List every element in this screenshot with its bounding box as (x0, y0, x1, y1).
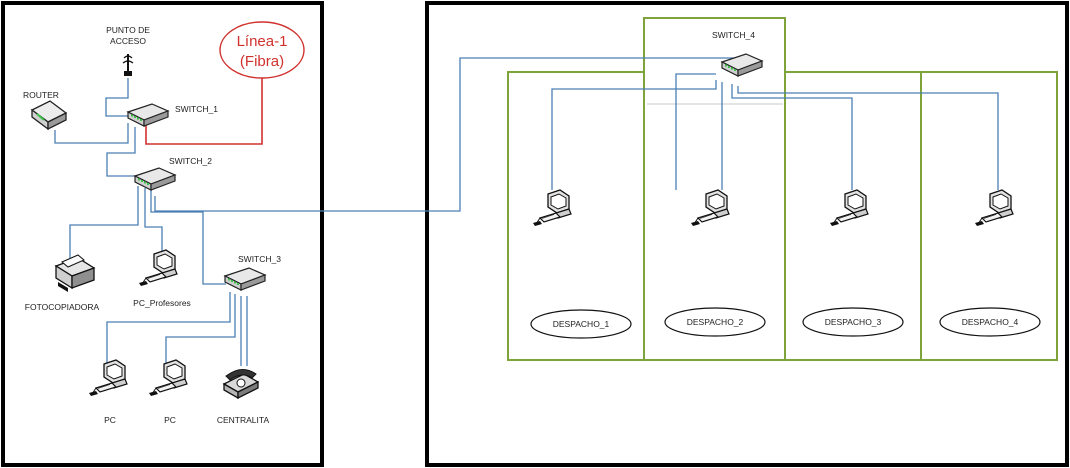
room-despacho-4 (920, 71, 1058, 361)
despacho-1-label: DESPACHO_1 (553, 319, 610, 329)
despacho-3-label: DESPACHO_3 (825, 317, 882, 327)
wireless-access-point-icon (122, 54, 134, 76)
switch-3-icon (224, 267, 266, 291)
switch-2-icon (134, 167, 176, 191)
despacho-1-oval (530, 309, 632, 339)
building-left-outline (1, 1, 324, 467)
despacho-2-pc-icon (690, 189, 730, 227)
switch-1-icon (127, 103, 169, 127)
photocopier-icon (54, 254, 96, 292)
pc-a-label: PC (104, 415, 116, 425)
fiber-line-bubble (219, 21, 305, 79)
fiber-line (145, 78, 263, 145)
router-icon (30, 100, 68, 131)
switch-4-label: SWITCH_4 (712, 30, 755, 40)
despacho-4-oval (939, 307, 1041, 337)
despacho-2-oval (664, 307, 766, 337)
despacho-1-pc-icon (532, 189, 572, 227)
despacho-3-oval (802, 307, 904, 337)
fiber-label-line2: (Fibra) (240, 53, 284, 70)
pc-b-label: PC (164, 415, 176, 425)
access-point-label-line2: ACCESO (110, 36, 146, 46)
pc-profesores-icon (138, 249, 178, 287)
telephone-icon (222, 369, 260, 400)
despacho-3-pc-icon (829, 189, 869, 227)
switch-1-label: SWITCH_1 (175, 104, 218, 114)
pbx-label: CENTRALITA (217, 415, 270, 425)
router-label: ROUTER (23, 90, 59, 100)
fiber-label-line1: Línea-1 (237, 33, 288, 50)
despacho-2-label: DESPACHO_2 (687, 317, 744, 327)
switch-3-label: SWITCH_3 (238, 254, 281, 264)
copier-label: FOTOCOPIADORA (25, 302, 100, 312)
switch-2-label: SWITCH_2 (169, 156, 212, 166)
pc-a-icon (88, 359, 128, 397)
building-right-outline (425, 1, 1069, 467)
access-point-label-line1: PUNTO DE (106, 25, 150, 35)
despacho-4-label: DESPACHO_4 (962, 317, 1019, 327)
switch-4-icon (721, 53, 763, 77)
despacho-4-pc-icon (974, 189, 1014, 227)
pc-b-icon (148, 359, 188, 397)
connections (54, 57, 999, 368)
pc-profesores-label: PC_Profesores (133, 298, 191, 308)
